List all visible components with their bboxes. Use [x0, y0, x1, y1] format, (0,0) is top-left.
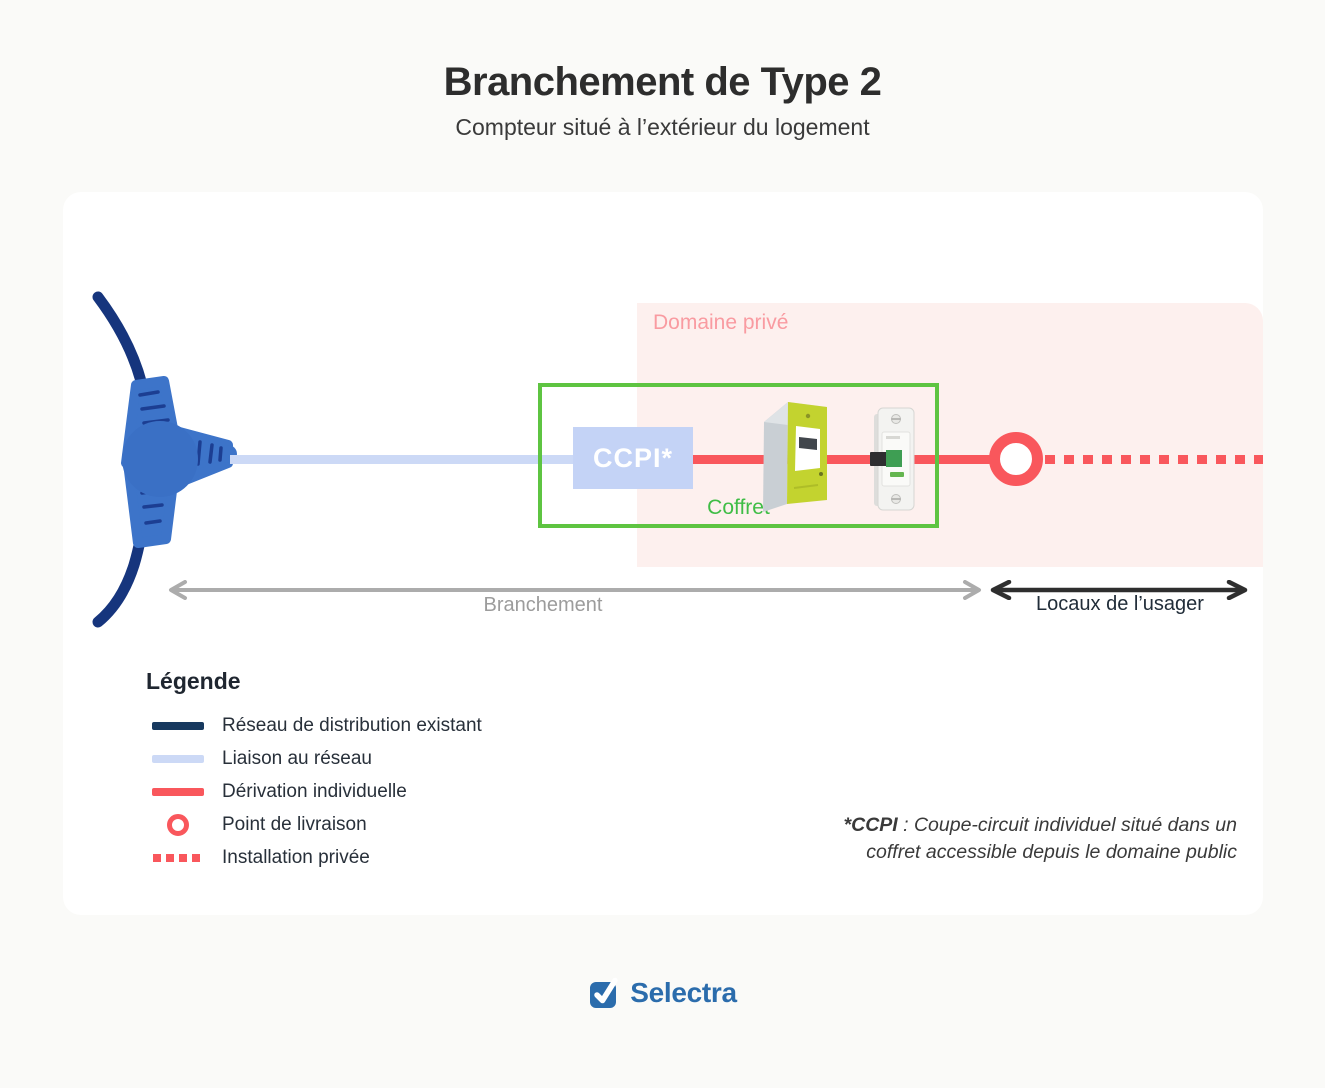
- locaux-label: Locaux de l’usager: [1036, 593, 1204, 615]
- liaison-line: [230, 455, 575, 464]
- private-domain-label: Domaine privé: [653, 311, 789, 334]
- red-ring-swatch: [167, 813, 189, 836]
- delivery-point-marker: [989, 432, 1043, 486]
- lightblue-line-swatch: [152, 754, 204, 763]
- ccpi-box: CCPI*: [573, 427, 693, 489]
- brand-footer: Selectra: [0, 976, 1325, 1010]
- circuit-breaker-icon: [870, 407, 915, 511]
- page-subtitle: Compteur situé à l’extérieur du logement: [455, 114, 870, 140]
- page-title: Branchement de Type 2: [443, 60, 882, 104]
- derivation-line: [693, 455, 991, 464]
- selectra-logo-icon: [590, 977, 618, 1008]
- diagram-card: Domaine privé Coffret CCPI*: [63, 192, 1263, 915]
- legend: Légende Réseau de distribution existant …: [146, 668, 482, 874]
- legend-item-derivation: Dérivation individuelle: [146, 775, 482, 808]
- coffret-label: Coffret: [707, 496, 770, 519]
- legend-item-label: Installation privée: [222, 846, 370, 868]
- legend-item-livraison: Point de livraison: [146, 808, 482, 841]
- private-domain-area: Domaine privé: [637, 303, 1263, 567]
- legend-item-label: Dérivation individuelle: [222, 780, 407, 802]
- network-tap-illustration: [92, 291, 237, 628]
- legend-item-label: Liaison au réseau: [222, 747, 372, 769]
- ccpi-note-term: *CCPI: [843, 814, 898, 836]
- legend-item-label: Point de livraison: [222, 813, 367, 835]
- electric-meter-icon: [763, 402, 827, 512]
- red-dotted-swatch: [153, 853, 203, 862]
- ccpi-note: *CCPI : Coupe-circuit individuel situé d…: [797, 812, 1237, 866]
- coffret-box: Coffret: [538, 383, 939, 528]
- legend-item-reseau: Réseau de distribution existant: [146, 709, 482, 742]
- installation-line: [1045, 455, 1263, 464]
- navy-line-swatch: [152, 721, 204, 730]
- ccpi-note-text: : Coupe-circuit individuel situé dans un…: [866, 814, 1237, 863]
- red-line-swatch: [152, 787, 204, 796]
- brand-name: Selectra: [630, 977, 737, 1008]
- legend-item-label: Réseau de distribution existant: [222, 714, 482, 736]
- legend-title: Légende: [146, 668, 241, 694]
- locaux-arrow: [990, 580, 1248, 600]
- branchement-label: Branchement: [483, 594, 603, 616]
- branchement-arrow: [169, 580, 981, 600]
- legend-item-installation: Installation privée: [146, 841, 482, 874]
- legend-item-liaison: Liaison au réseau: [146, 742, 482, 775]
